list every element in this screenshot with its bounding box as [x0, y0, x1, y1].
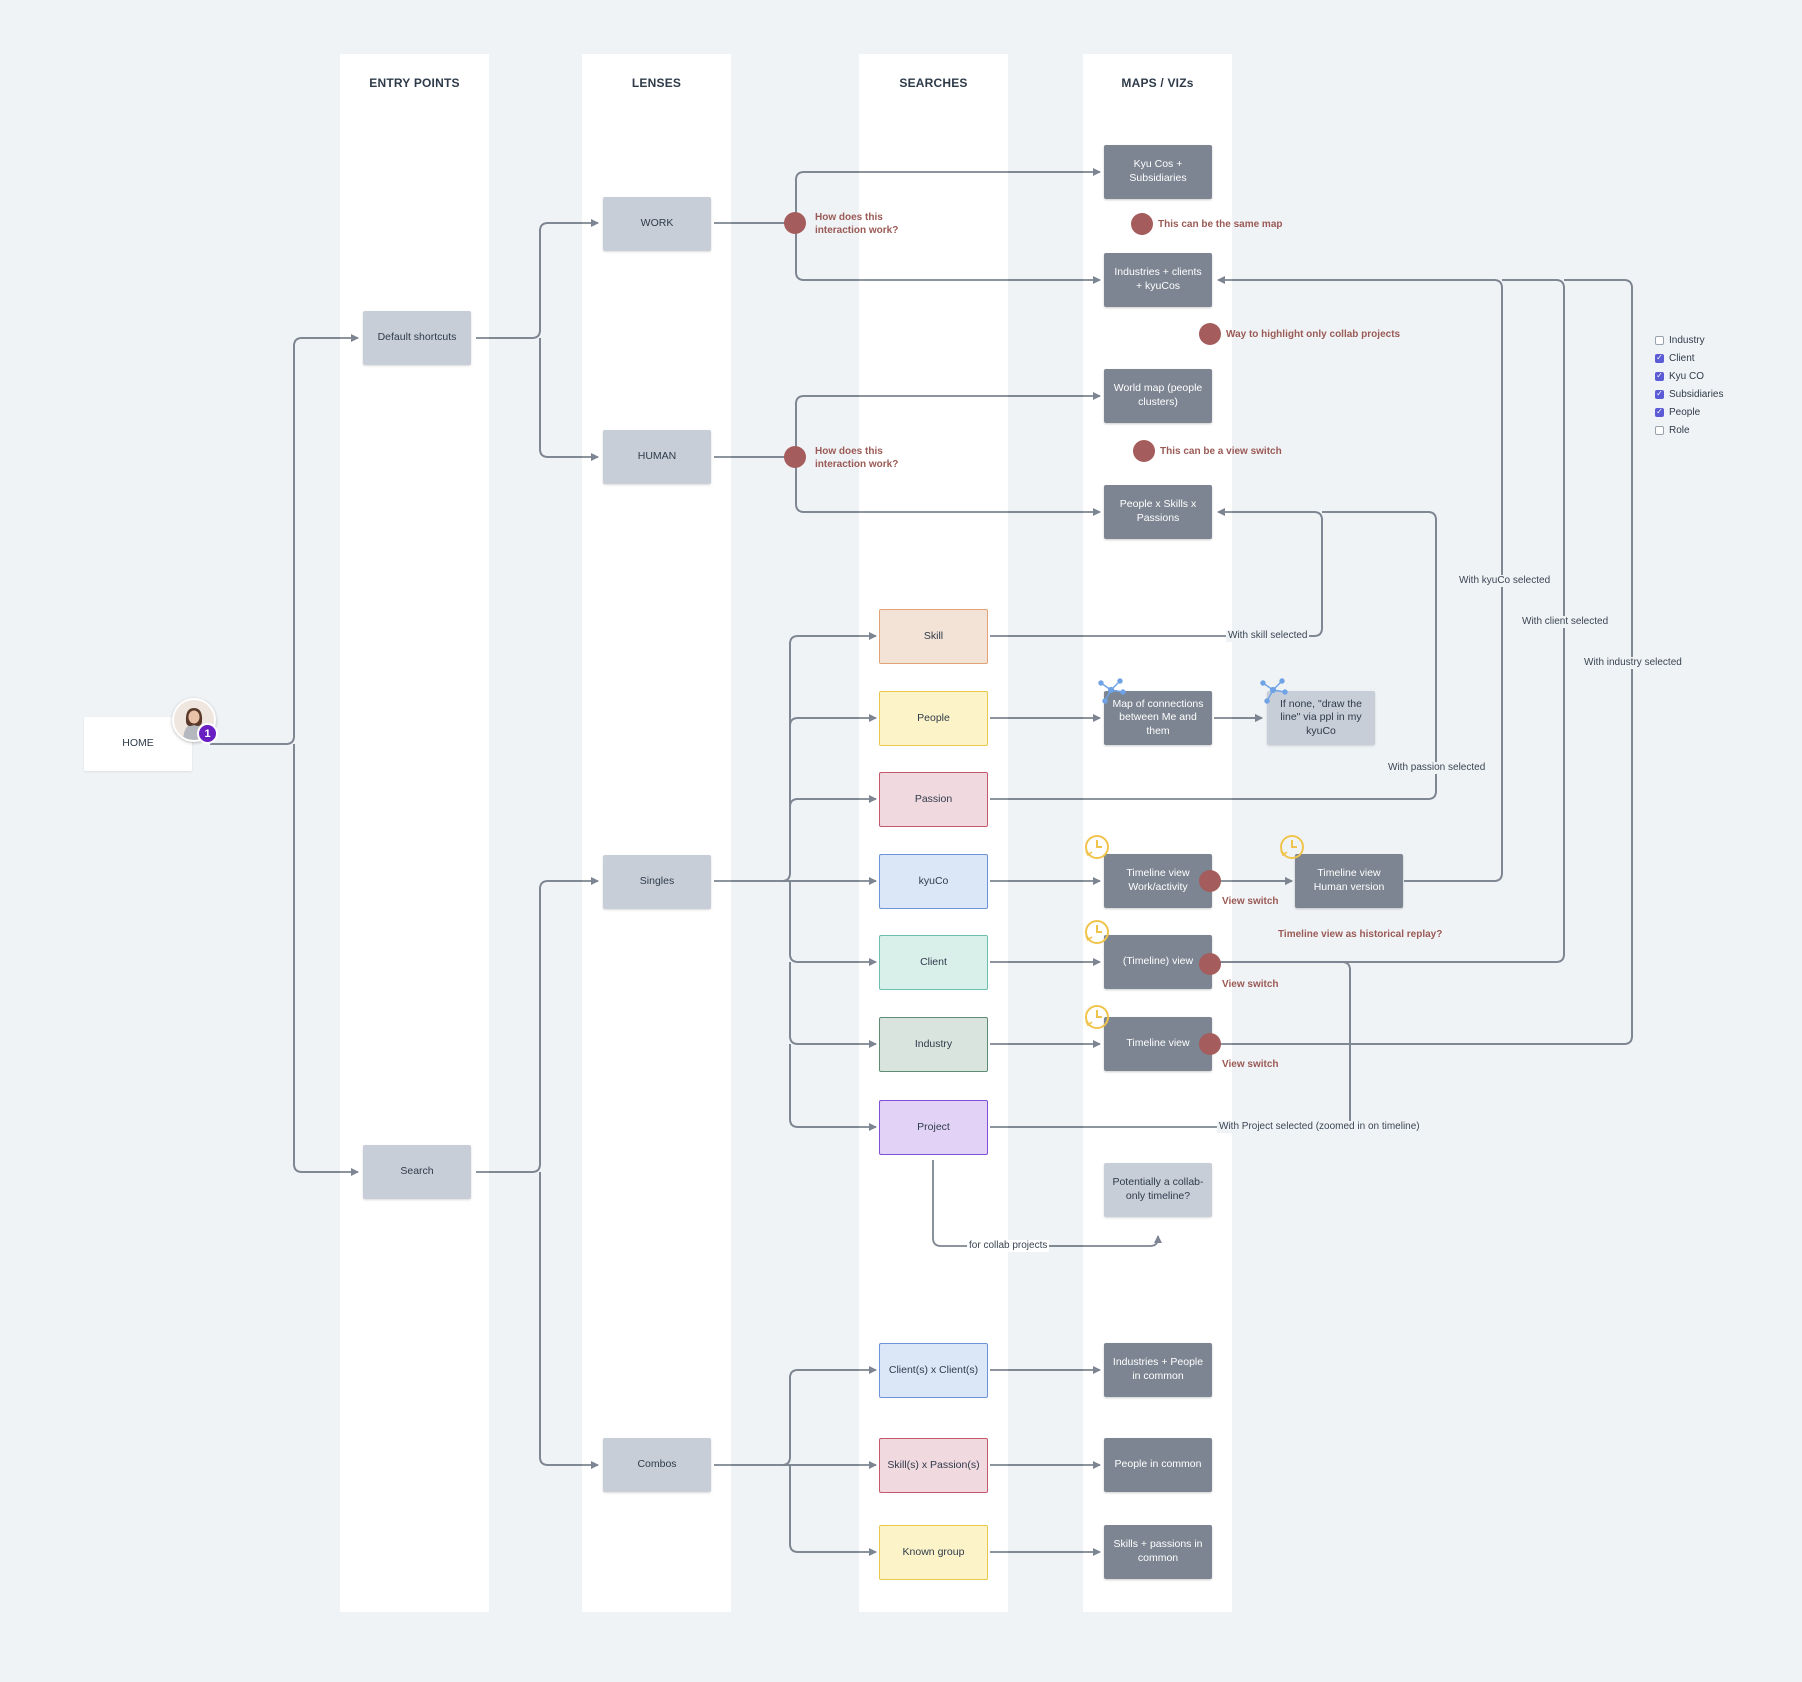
filter-subsidiaries[interactable]: ✓ Subsidiaries [1655, 385, 1723, 403]
kyu-cos-subsidiaries-node[interactable]: Kyu Cos + Subsidiaries [1104, 145, 1212, 199]
world-map-node[interactable]: World map (people clusters) [1104, 369, 1212, 423]
client-node[interactable]: Client [879, 935, 988, 990]
filter-people[interactable]: ✓ People [1655, 403, 1723, 421]
clock-icon [1085, 920, 1109, 944]
checkbox-role[interactable] [1655, 425, 1664, 435]
project-node[interactable]: Project [879, 1100, 988, 1155]
checkbox-subsidiaries[interactable]: ✓ [1655, 389, 1664, 399]
search-node[interactable]: Search [363, 1145, 471, 1199]
note-view-switch-1: View switch [1222, 896, 1279, 907]
lane-title-entry-points: ENTRY POINTS [369, 76, 460, 90]
skill-node[interactable]: Skill [879, 609, 988, 664]
filter-role[interactable]: Role [1655, 421, 1723, 439]
people-in-common-node[interactable]: People in common [1104, 1438, 1212, 1492]
singles-node[interactable]: Singles [603, 855, 711, 909]
skills-passions-common-node[interactable]: Skills + passions in common [1104, 1525, 1212, 1579]
filter-industry[interactable]: Industry [1655, 331, 1723, 349]
comment-dot-same-map[interactable] [1131, 213, 1153, 235]
filter-label: Kyu CO [1669, 370, 1705, 382]
clock-icon [1085, 835, 1109, 859]
note-view-switch-3: View switch [1222, 1059, 1279, 1070]
lane-title-searches: SEARCHES [899, 76, 968, 90]
label-for-collab: for collab projects [967, 1240, 1050, 1252]
comment-dot-timeline-work[interactable] [1199, 870, 1221, 892]
timeline-client-node[interactable]: (Timeline) view [1104, 935, 1212, 989]
skills-x-passions-node[interactable]: Skill(s) x Passion(s) [879, 1438, 988, 1493]
lane-lenses: LENSES [582, 54, 731, 1612]
filter-client[interactable]: ✓ Client [1655, 349, 1723, 367]
clock-icon [1085, 1005, 1109, 1029]
filter-label: People [1669, 406, 1701, 418]
note-view-switch-2: View switch [1222, 979, 1279, 990]
notification-badge: 1 [197, 723, 218, 744]
human-node[interactable]: HUMAN [603, 430, 711, 484]
checkbox-client[interactable]: ✓ [1655, 353, 1664, 363]
label-with-skill: With skill selected [1226, 630, 1310, 642]
people-skills-passions-node[interactable]: People x Skills x Passions [1104, 485, 1212, 539]
lane-title-maps-vizs: MAPS / VIZs [1121, 76, 1194, 90]
checkbox-industry[interactable] [1655, 335, 1664, 345]
clock-icon [1280, 835, 1304, 859]
people-node[interactable]: People [879, 691, 988, 746]
timeline-human-node[interactable]: Timeline view Human version [1295, 854, 1403, 908]
filter-label: Client [1669, 352, 1695, 364]
note-view-switch: This can be a view switch [1160, 446, 1282, 457]
passion-node[interactable]: Passion [879, 772, 988, 827]
label-with-client: With client selected [1520, 616, 1611, 628]
industries-clients-kyucos-node[interactable]: Industries + clients + kyuCos [1104, 253, 1212, 307]
filter-label: Role [1669, 424, 1690, 436]
comment-dot-view-switch[interactable] [1133, 440, 1155, 462]
comment-dot-work[interactable] [784, 212, 806, 234]
combos-node[interactable]: Combos [603, 1438, 711, 1492]
comment-dot-human[interactable] [784, 446, 806, 468]
known-group-node[interactable]: Known group [879, 1525, 988, 1580]
default-shortcuts-node[interactable]: Default shortcuts [363, 311, 471, 365]
network-icon [1098, 678, 1126, 704]
filter-kyu-co[interactable]: ✓ Kyu CO [1655, 367, 1723, 385]
filter-label: Industry [1669, 334, 1705, 346]
industries-people-common-node[interactable]: Industries + People in common [1104, 1343, 1212, 1397]
label-with-passion: With passion selected [1386, 762, 1488, 774]
note-how-work-2: How does this interaction work? [815, 446, 899, 470]
clients-x-clients-node[interactable]: Client(s) x Client(s) [879, 1343, 988, 1398]
checkbox-people[interactable]: ✓ [1655, 407, 1664, 417]
checkbox-kyu-co[interactable]: ✓ [1655, 371, 1664, 381]
comment-dot-timeline-client[interactable] [1199, 953, 1221, 975]
label-with-project: With Project selected (zoomed in on time… [1217, 1121, 1422, 1133]
note-historical-replay: Timeline view as historical replay? [1278, 929, 1443, 940]
work-node[interactable]: WORK [603, 197, 711, 251]
note-same-map: This can be the same map [1158, 219, 1283, 230]
comment-dot-timeline-industry[interactable] [1199, 1033, 1221, 1055]
label-with-industry: With industry selected [1582, 657, 1684, 669]
note-how-work-1: How does this interaction work? [815, 212, 899, 236]
note-highlight-collab: Way to highlight only collab projects [1226, 329, 1401, 340]
kyuco-node[interactable]: kyuCo [879, 854, 988, 909]
timeline-work-node[interactable]: Timeline view Work/activity [1104, 854, 1212, 908]
comment-dot-collab[interactable] [1199, 323, 1221, 345]
label-with-kyuco: With kyuCo selected [1457, 575, 1553, 587]
network-icon [1260, 678, 1288, 704]
filter-label: Subsidiaries [1669, 388, 1724, 400]
lane-title-lenses: LENSES [631, 76, 682, 90]
collab-only-timeline-node[interactable]: Potentially a collab-only timeline? [1104, 1163, 1212, 1217]
map-of-connections-node[interactable]: Map of connections between Me and them [1104, 691, 1212, 745]
timeline-industry-node[interactable]: Timeline view [1104, 1017, 1212, 1071]
industry-node[interactable]: Industry [879, 1017, 988, 1072]
draw-the-line-node[interactable]: If none, "draw the line" via ppl in my k… [1267, 691, 1375, 745]
filter-legend: Industry ✓ Client ✓ Kyu CO ✓ Subsidiaries ✓… [1655, 331, 1723, 439]
